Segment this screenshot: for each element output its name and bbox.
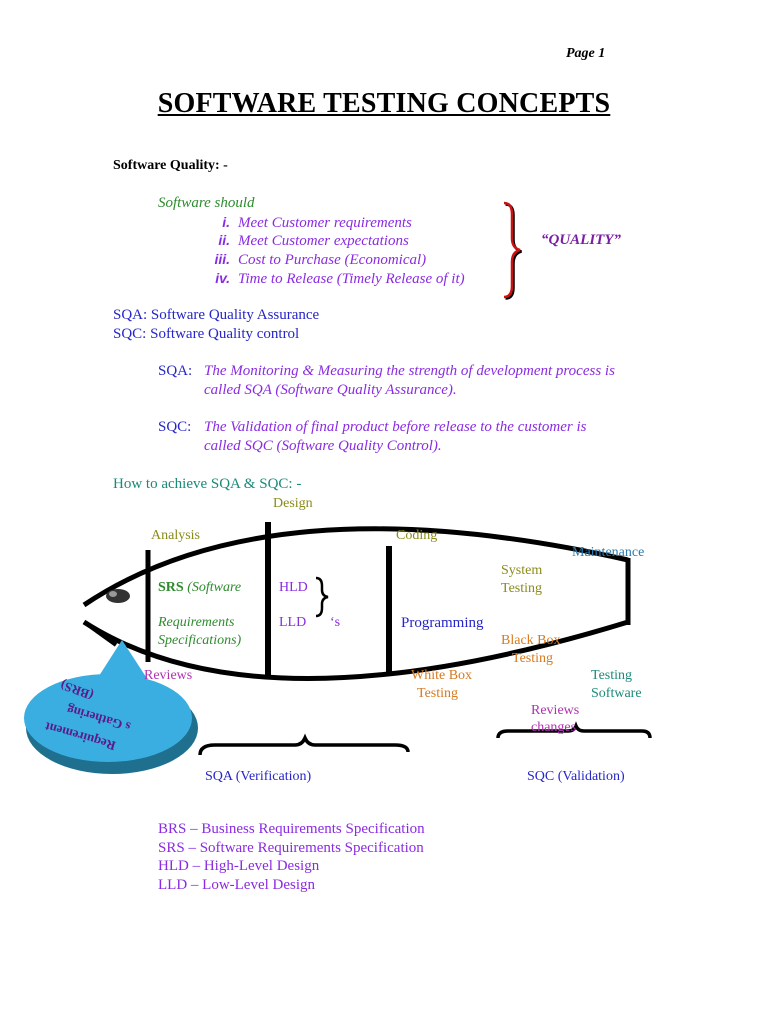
abbreviation-item: SRS – Software Requirements Specificatio… [158, 840, 424, 856]
system-testing-label-2: Testing [501, 581, 543, 596]
abbreviation-item: LLD – Low-Level Design [158, 877, 316, 893]
quality-item-number: iv. [215, 270, 230, 286]
quality-item: iii. Cost to Purchase (Economical) [200, 251, 426, 269]
abbreviation-item: HLD – High-Level Design [158, 858, 320, 874]
fish-eye-icon [106, 589, 130, 603]
reviews-changes-label-1: Reviews [531, 703, 580, 718]
testing-software-label-2: Software [591, 686, 642, 701]
srs-expansion: (Software [183, 580, 242, 595]
quality-item-text: Cost to Purchase (Economical) [238, 252, 427, 268]
sqc-brace-icon [496, 721, 652, 739]
sqa-definition-line: SQA: Software Quality Assurance [113, 307, 320, 323]
reviews-changes-label-2: changes [531, 720, 577, 735]
quality-item-text: Time to Release (Timely Release of it) [238, 271, 465, 287]
sqa-brace-icon [198, 733, 410, 756]
white-box-label-2: Testing [417, 686, 459, 701]
quality-item-number: iii. [214, 251, 230, 267]
analysis-label: Analysis [151, 528, 200, 543]
sqa-description-1: The Monitoring & Measuring the strength … [204, 363, 615, 379]
sqa-verification-label: SQA (Verification) [205, 769, 312, 784]
design-label: Design [273, 496, 313, 511]
quality-item-number: ii. [218, 232, 230, 248]
diagram-heading: How to achieve SQA & SQC: - [113, 476, 302, 492]
abbreviation-item: BRS – Business Requirements Specificatio… [158, 821, 425, 837]
black-box-label-2: Testing [512, 651, 554, 666]
sqc-description-2: called SQC (Software Quality Control). [204, 438, 442, 454]
hld-label: HLD [279, 580, 308, 595]
quality-item: ii. Meet Customer expectations [200, 232, 409, 250]
srs-specifications: Specifications) [158, 633, 242, 648]
sqc-description-1: The Validation of final product before r… [204, 419, 587, 435]
sqa-description-2: called SQA (Software Quality Assurance). [204, 382, 457, 398]
lld-label: LLD [279, 615, 307, 630]
srs-abbreviation: SRS [158, 580, 184, 595]
software-quality-heading: Software Quality: - [113, 158, 228, 173]
quality-item: iv. Time to Release (Timely Release of it… [200, 270, 465, 288]
programming-label: Programming [401, 615, 484, 631]
lld-suffix: ‘s [330, 615, 341, 630]
quality-label: “QUALITY” [541, 232, 621, 248]
hld-lld-brace-icon [315, 576, 329, 618]
white-box-label-1: White Box [411, 668, 473, 683]
maintenance-label: Maintenance [572, 545, 645, 560]
page-number: Page 1 [566, 46, 606, 61]
fish-bottom-outline [82, 619, 629, 681]
coding-label: Coding [396, 528, 438, 543]
fish-mouth-icon [82, 620, 118, 647]
srs-requirements: Requirements [158, 615, 235, 630]
srs-label: SRS (Software [158, 580, 241, 596]
quality-item-number: i. [222, 214, 230, 230]
requirements-bubble [24, 674, 192, 762]
quality-item-text: Meet Customer expectations [238, 233, 409, 249]
sqa-label: SQA: [158, 363, 193, 379]
quality-item-text: Meet Customer requirements [238, 215, 412, 231]
quality-item: i. Meet Customer requirements [200, 214, 412, 232]
quality-brace-icon [503, 201, 522, 300]
black-box-label-1: Black Box [501, 633, 561, 648]
software-should-intro: Software should [158, 195, 255, 211]
reviews-label: Reviews [144, 668, 193, 683]
sqc-definition-line: SQC: Software Quality control [113, 326, 300, 342]
sqc-label: SQC: [158, 419, 192, 435]
system-testing-label-1: System [501, 563, 543, 578]
fish-diagram [24, 522, 652, 774]
sqc-validation-label: SQC (Validation) [527, 769, 625, 784]
fish-top-outline [82, 526, 629, 608]
page-title: SOFTWARE TESTING CONCEPTS [157, 88, 611, 119]
testing-software-label-1: Testing [591, 668, 633, 683]
